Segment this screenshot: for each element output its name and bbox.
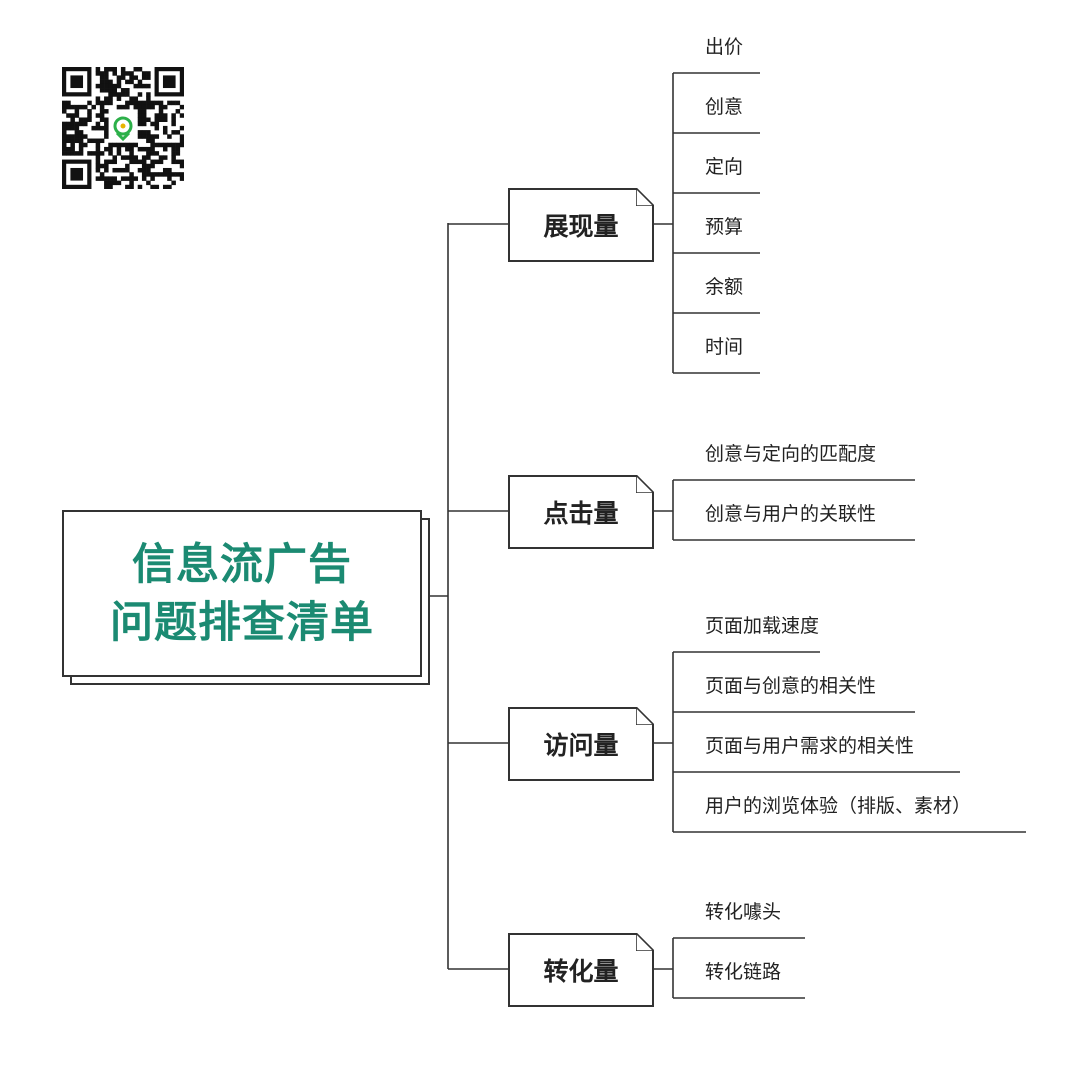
folded-corner-icon <box>636 933 654 951</box>
leaf-item: 用户的浏览体验（排版、素材） <box>705 795 972 817</box>
branch-label: 访问量 <box>543 731 619 760</box>
folded-corner-icon <box>636 707 654 725</box>
title-line-2: 问题排查清单 <box>110 597 374 648</box>
leaf-item: 时间 <box>705 336 744 358</box>
branch-node: 点击量 <box>508 475 654 549</box>
title-line-1: 信息流广告 <box>132 539 352 590</box>
leaf-item: 转化链路 <box>705 961 782 983</box>
branch-label: 转化量 <box>543 957 619 986</box>
branch-node: 展现量 <box>508 188 654 262</box>
leaf-item: 创意与定向的匹配度 <box>705 443 877 465</box>
leaf-item: 预算 <box>705 216 744 238</box>
title-box: 信息流广告 问题排查清单 <box>62 510 422 677</box>
leaf-item: 余额 <box>705 276 744 298</box>
leaf-item: 转化噱头 <box>705 901 782 923</box>
leaf-item: 页面加载速度 <box>705 615 820 637</box>
leaf-item: 定向 <box>705 156 744 178</box>
folded-corner-icon <box>636 475 654 493</box>
leaf-item: 创意与用户的关联性 <box>705 503 877 525</box>
branch-label: 点击量 <box>543 499 619 528</box>
leaf-item: 页面与创意的相关性 <box>705 675 877 697</box>
branch-node: 访问量 <box>508 707 654 781</box>
qr-code-icon <box>62 67 184 189</box>
leaf-item: 创意 <box>705 96 744 118</box>
folded-corner-icon <box>636 188 654 206</box>
leaf-item: 出价 <box>705 36 744 58</box>
branch-node: 转化量 <box>508 933 654 1007</box>
branch-label: 展现量 <box>543 212 619 241</box>
leaf-item: 页面与用户需求的相关性 <box>705 735 915 757</box>
